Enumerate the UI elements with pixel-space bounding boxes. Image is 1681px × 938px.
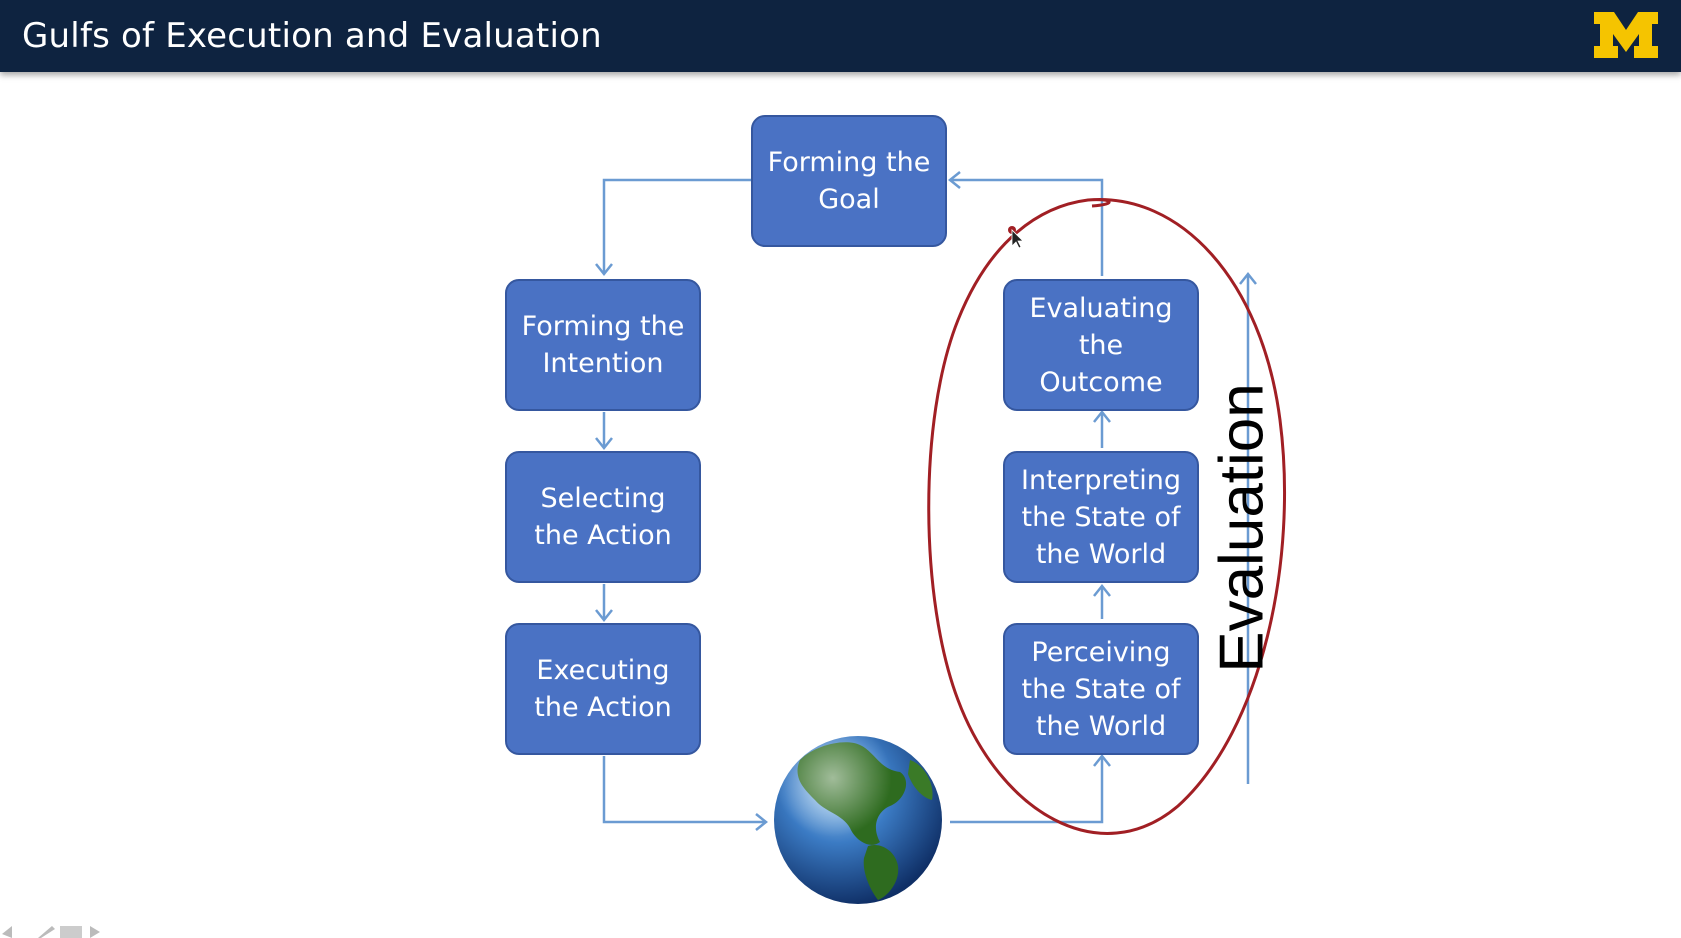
university-m-logo [1594,12,1658,58]
mouse-cursor-icon [1008,226,1024,249]
slide-navigation-controls [2,926,100,938]
connector-arrowheads [595,171,1257,831]
next-slide-icon[interactable] [90,926,100,938]
node-evaluating-the-outcome: Evaluating the Outcome [1003,279,1199,411]
node-selecting-the-action: Selecting the Action [505,451,701,583]
node-forming-the-goal: Forming the Goal [751,115,947,247]
node-executing-the-action: Executing the Action [505,623,701,755]
pen-tool-icon[interactable] [38,926,55,938]
ink-ellipse-annotation [927,198,1286,835]
previous-slide-icon[interactable] [2,926,12,938]
connector-lines [602,178,1250,824]
node-forming-the-intention: Forming the Intention [505,279,701,411]
slide-header: Gulfs of Execution and Evaluation [0,0,1681,72]
globe-icon [774,736,942,904]
slide-title: Gulfs of Execution and Evaluation [22,16,602,56]
node-perceiving-the-state: Perceiving the State of the World [1003,623,1199,755]
evaluation-side-label: Evaluation [1207,383,1277,673]
slide-menu-icon[interactable] [60,926,82,938]
node-interpreting-the-state: Interpreting the State of the World [1003,451,1199,583]
